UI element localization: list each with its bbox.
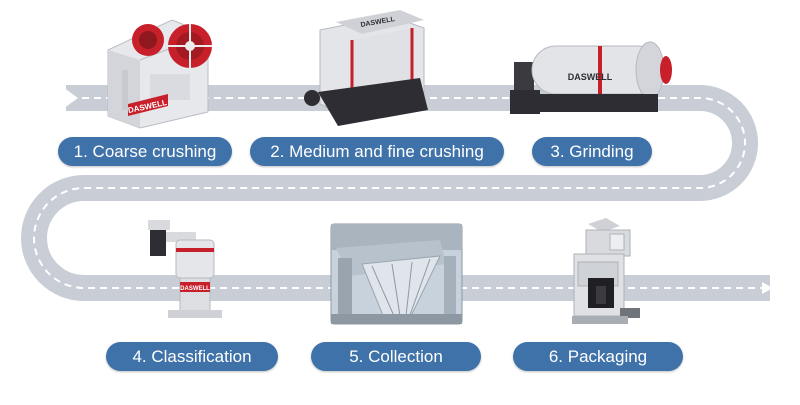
air-classifier-brand: DASWELL <box>180 286 210 292</box>
ball-mill-image: DASWELL <box>510 41 672 114</box>
step-1-label: 1. Coarse crushing <box>58 137 232 166</box>
ball-mill-brand: DASWELL <box>568 72 613 82</box>
step-3-label: 3. Grinding <box>532 137 652 166</box>
impact-crusher-image: DASWELL <box>304 10 428 126</box>
dust-collector-photo <box>330 223 463 325</box>
packing-machine-image <box>572 218 640 324</box>
road-dashes <box>33 97 762 289</box>
jaw-crusher-image: DASWELL <box>107 19 212 129</box>
road-start-notch <box>60 85 78 111</box>
step-5-label: 5. Collection <box>311 342 481 371</box>
step-4-label: 4. Classification <box>106 342 278 371</box>
road-end-arrow-icon <box>762 282 773 294</box>
air-classifier-image: DASWELL <box>148 220 222 318</box>
step-6-label: 6. Packaging <box>513 342 683 371</box>
winding-road <box>21 85 773 301</box>
step-2-label: 2. Medium and fine crushing <box>250 137 504 166</box>
